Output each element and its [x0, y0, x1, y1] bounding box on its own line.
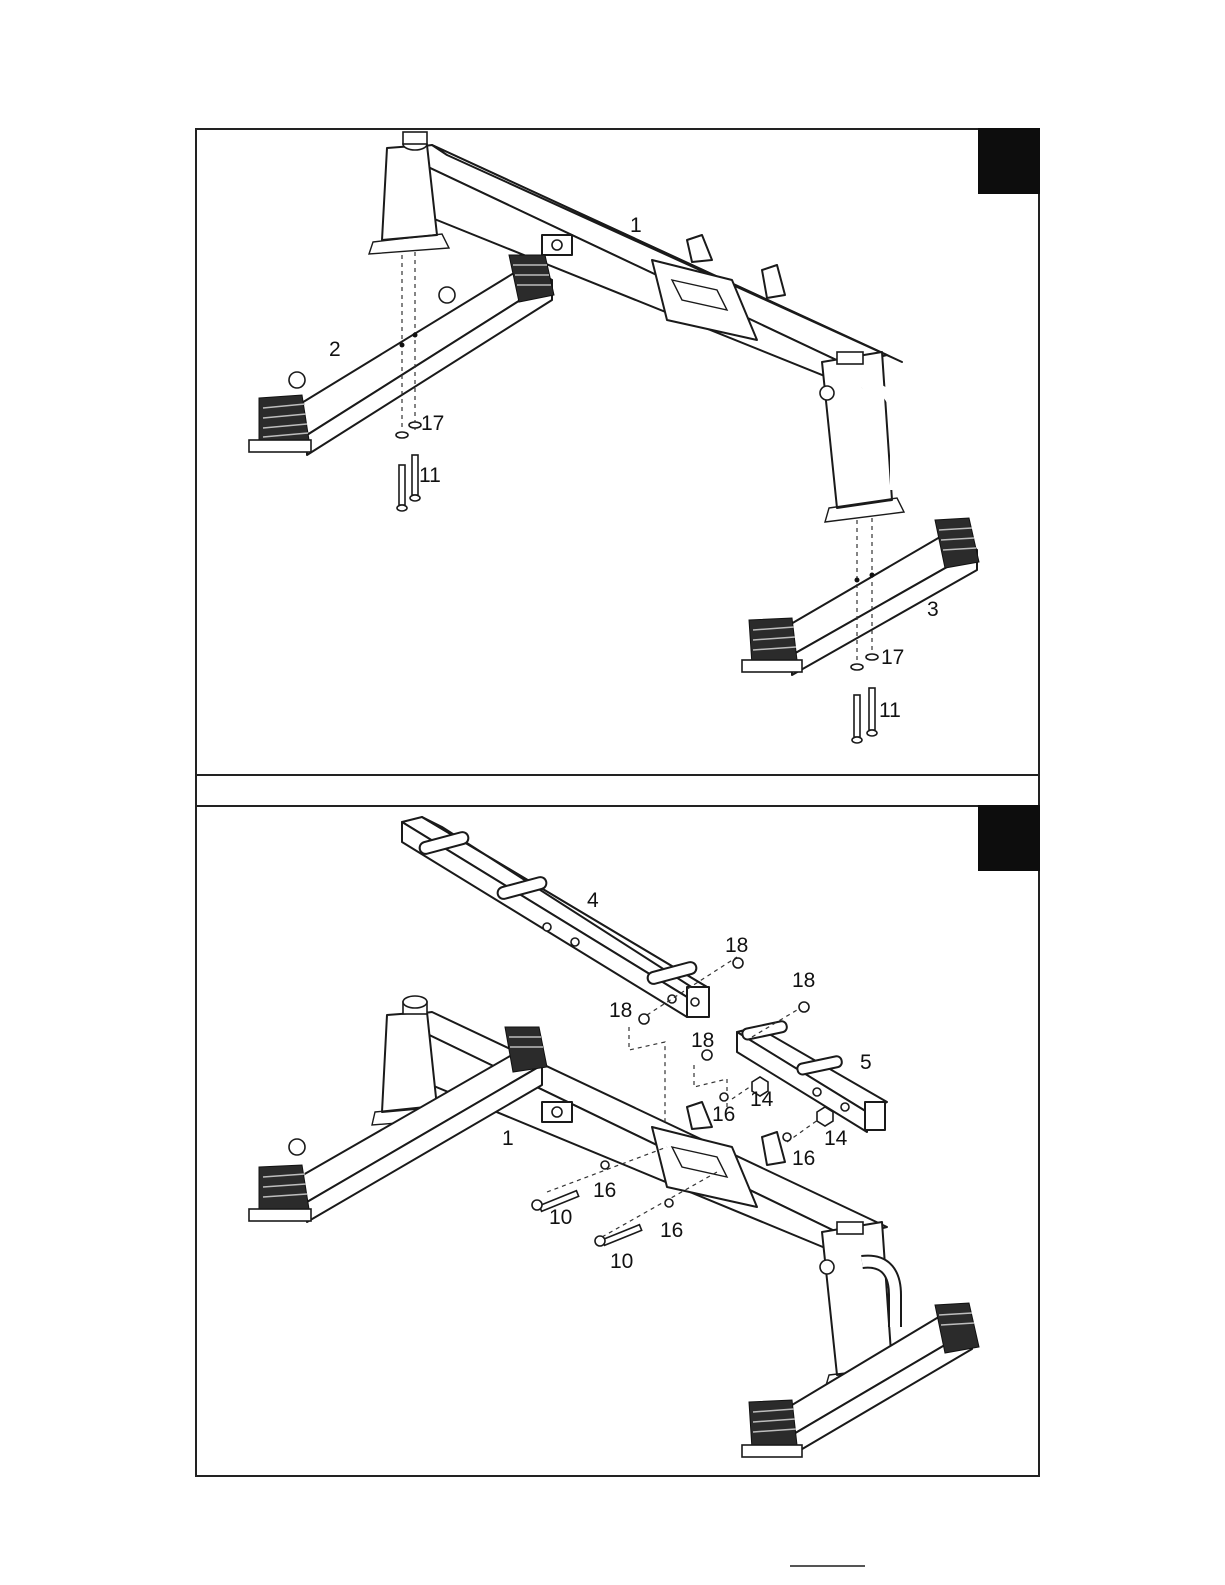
part-1-label: 1	[502, 1127, 514, 1150]
bolt-11-label-right: 11	[879, 699, 901, 722]
part-4-label: 4	[587, 889, 599, 912]
bolt-11-label-left: 11	[419, 464, 441, 487]
bolt-10-label-a: 10	[549, 1206, 572, 1229]
washer-16-label-b: 16	[792, 1147, 815, 1170]
washer-16-label-d: 16	[660, 1219, 683, 1242]
nut-18-label-d: 18	[691, 1029, 714, 1052]
part-2-label: 2	[329, 338, 341, 361]
main-frame-part-1	[372, 996, 904, 1389]
nut-14-label-b: 14	[824, 1127, 848, 1150]
washer-16-label-a: 16	[712, 1103, 735, 1126]
assembly-step-2-panel: 4 5 1 18 18 18 18 16 16 16 16 14 14 10 1…	[195, 805, 1040, 1477]
part-5-label: 5	[860, 1051, 872, 1074]
part-1-label: 1	[630, 214, 642, 237]
nut-18-label-b: 18	[792, 969, 815, 992]
nut-18-label-a: 18	[725, 934, 748, 957]
page-footer-mark	[790, 1565, 865, 1567]
nut-18-label-c: 18	[609, 999, 632, 1022]
part-3-label: 3	[927, 598, 939, 621]
step-2-drawing: 4 5 1 18 18 18 18 16 16 16 16 14 14 10 1…	[197, 807, 1042, 1479]
washer-17-label-left: 17	[421, 412, 444, 435]
nut-14-label-a: 14	[750, 1088, 774, 1111]
step-1-drawing: 1 2 3 17 11 17 11	[197, 130, 1042, 778]
base-tube-part-3	[742, 518, 979, 675]
washer-16-label-c: 16	[593, 1179, 616, 1202]
washer-17-label-right: 17	[881, 646, 904, 669]
crossbar-part-4	[402, 817, 709, 1017]
panel-divider	[195, 776, 1040, 805]
bar-part-5	[737, 1020, 887, 1132]
bolt-10-label-b: 10	[610, 1250, 633, 1273]
assembly-step-1-panel: 1 2 3 17 11 17 11	[195, 128, 1040, 776]
